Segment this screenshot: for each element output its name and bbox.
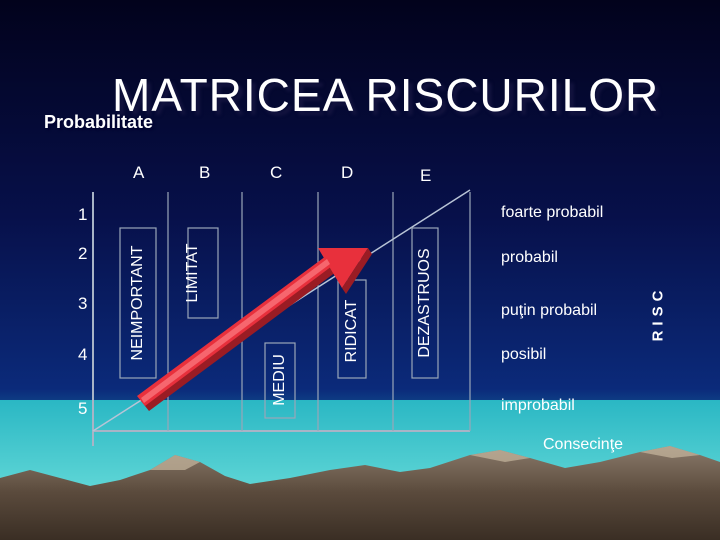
y-axis-label: Probabilitate: [44, 112, 154, 132]
x-axis-label: Consecinţe: [543, 436, 624, 453]
probability-level-2: probabil: [501, 249, 558, 266]
grid-verticals: [167, 192, 471, 431]
probability-level-4: posibil: [501, 346, 547, 363]
risk-label-limitat: LIMITAT: [184, 243, 201, 303]
row-label-1: 1: [78, 205, 88, 224]
page-title: MATRICEA RISCURILOR: [112, 69, 660, 121]
probability-level-5: improbabil: [501, 397, 575, 414]
probability-level-1: foarte probabil: [501, 204, 604, 221]
risk-label-neimportant: NEIMPORTANT: [129, 245, 146, 361]
risk-label-mediu: MEDIU: [271, 354, 288, 406]
column-label-c: C: [270, 163, 283, 182]
risc-side-label: RISC: [649, 285, 667, 342]
row-label-4: 4: [78, 345, 88, 364]
row-label-2: 2: [78, 244, 88, 263]
risk-label-ridicat: RIDICAT: [343, 299, 360, 363]
column-label-e: E: [420, 166, 432, 185]
column-label-a: A: [133, 163, 145, 182]
column-label-d: D: [341, 163, 354, 182]
column-label-b: B: [199, 163, 211, 182]
risk-arrow: [137, 248, 372, 411]
row-label-3: 3: [78, 294, 88, 313]
probability-level-3: puţin probabil: [501, 302, 598, 319]
row-label-5: 5: [78, 399, 88, 418]
risk-label-dezastruos: DEZASTRUOS: [416, 248, 433, 358]
